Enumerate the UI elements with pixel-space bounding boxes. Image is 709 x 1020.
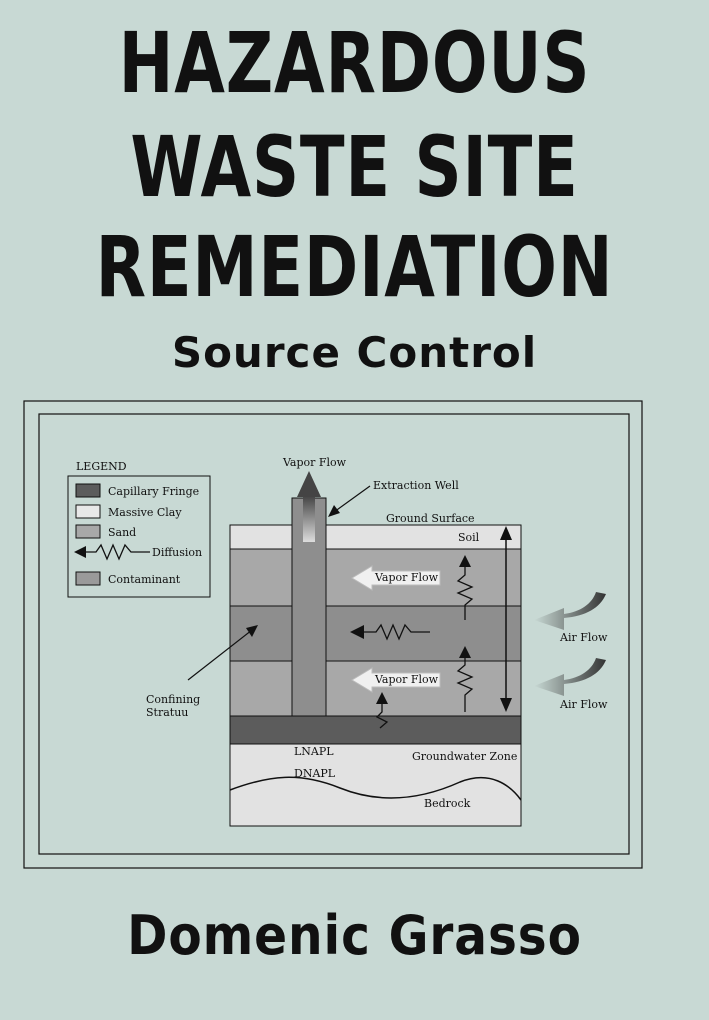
legend-label-capillary: Capillary Fringe [108,485,199,498]
legend-swatch-sand [75,524,101,539]
legend-label-contaminant: Contaminant [108,573,181,586]
arrow-zigzag-icon [74,543,150,561]
outer-frame [23,400,643,869]
label-confining-2: Stratuu [146,706,188,719]
confining-layer [230,606,521,661]
label-air-flow-lower: Air Flow [559,698,608,711]
capillary-fringe-layer [230,716,521,744]
title-line-1: HAZARDOUS [118,14,591,112]
depth-arrow [500,526,512,712]
vapor-flow-arrow-lower [351,667,441,693]
inner-frame [38,413,630,855]
legend-box [67,475,211,598]
diffusion-arrow-icon [350,623,430,641]
diffusion-vertical-upper [456,555,474,620]
diffusion-vertical-lower [456,646,474,712]
extraction-well-pointer-icon [328,505,340,517]
label-confining-1: Confining [146,693,200,706]
bedrock-surface [229,776,522,801]
legend-swatch-contaminant [75,571,101,586]
air-flow-arrow-lower [534,658,606,696]
extraction-well [291,471,327,717]
well-vapor-column [303,496,315,542]
legend-swatch-capillary [75,483,101,498]
title-line-3: REMEDIATION [95,218,614,316]
label-extraction-well: Extraction Well [373,479,459,492]
legend-label-sand: Sand [108,526,136,539]
air-flow-arrow-upper [534,592,606,630]
author-name: Domenic Grasso [127,904,582,967]
label-dnapl: DNAPL [294,767,336,780]
label-ground-surface: Ground Surface [386,512,475,525]
legend-label-clay: Massive Clay [108,506,182,519]
label-vapor-flow-top: Vapor Flow [282,456,347,469]
vapor-flow-up-arrow [297,471,321,497]
legend: LEGEND Capillary Fringe Massive Clay San… [67,460,211,598]
confining-pointer-icon [246,625,258,637]
label-groundwater-zone: Groundwater Zone [412,750,517,763]
label-vapor-flow-upper: Vapor Flow [374,571,439,584]
diffusion-vertical-capillary [375,692,389,729]
subtitle: Source Control [171,328,538,377]
legend-label-diffusion: Diffusion [152,546,202,559]
sand-layer-lower [230,661,521,716]
label-soil: Soil [458,531,480,544]
legend-swatch-clay [75,504,101,519]
title-line-2: WASTE SITE [130,118,579,216]
label-vapor-flow-lower: Vapor Flow [374,673,439,686]
legend-heading: LEGEND [76,460,127,473]
vapor-flow-arrow-upper [351,565,441,591]
label-air-flow-upper: Air Flow [559,631,608,644]
label-lnapl: LNAPL [294,745,334,758]
label-bedrock: Bedrock [424,797,471,810]
